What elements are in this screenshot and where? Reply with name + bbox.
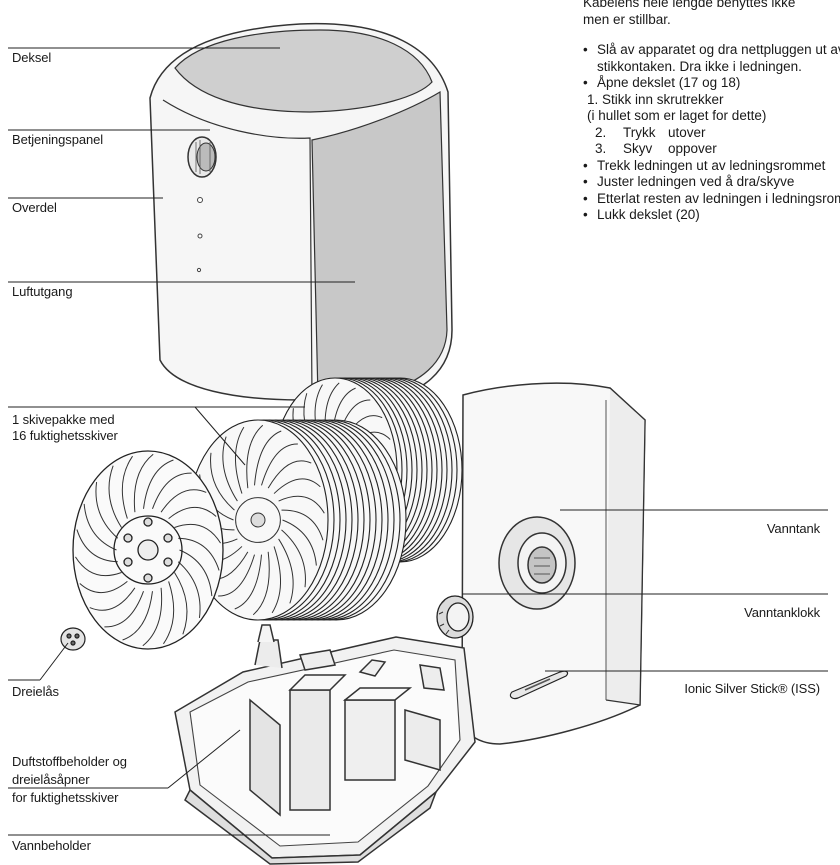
front-pack-ridge [246, 424, 264, 489]
front-pack-ridge [271, 546, 282, 614]
front-pack-ridge [267, 460, 312, 489]
single-disc-ridge [177, 561, 201, 618]
single-disc-ridge [174, 572, 188, 635]
label-luftutgang: Luftutgang [12, 284, 73, 299]
label-deksel: Deksel [12, 50, 52, 65]
single-disc-ridge [133, 453, 154, 513]
label-duftstoff-1: Duftstoffbeholder og [12, 754, 127, 769]
instr-top-2: men er stillbar. [583, 11, 671, 27]
instr-bullet-4: •Juster ledningen ved å dra/skyve [583, 174, 795, 189]
front-pack-hub [250, 512, 266, 528]
single-disc-ridge [108, 465, 122, 528]
label-vannbeholder: Vannbeholder [12, 838, 91, 853]
instr-bullet-1: •Slå av apparatet og dra nettpluggen ut … [583, 42, 840, 57]
front-pack-ridge [234, 554, 262, 610]
single-disc-ridge [168, 506, 217, 519]
front-pack-ridge [252, 551, 270, 616]
label-duftstoff-3: for fuktighetsskiver [12, 790, 119, 805]
label-skivepakke-2: 16 fuktighetsskiver [12, 428, 118, 443]
single-disc-ridge [142, 587, 163, 647]
instr-bullet-2: •Åpne dekslet (17 og 18) [583, 75, 741, 90]
single-disc-ridge [178, 537, 220, 571]
front-pack-ridge [254, 430, 282, 486]
single-disc-ridge [83, 503, 117, 551]
instr-bullet-6: •Lukk dekslet (20) [583, 207, 700, 222]
front-pack-ridge [278, 495, 325, 514]
upper-housing [149, 22, 453, 401]
water-tank [461, 382, 646, 745]
instr-step-1: 1. Stikk inn skrutrekker [587, 91, 724, 107]
label-vanntank: Vanntank [766, 521, 820, 536]
front-pack-hub-ring [235, 497, 281, 543]
front-pack-ridge [261, 443, 298, 486]
leader-lines [8, 47, 828, 836]
instr-step-1-note: (i hullet som er laget for dette) [587, 108, 767, 123]
front-pack-ridge [282, 519, 317, 566]
single-disc-ridge [76, 529, 118, 563]
instr-bullet-3: •Trekk ledningen ut av ledningsrommet [583, 157, 826, 173]
instr-bullet-1-cont: stikkontaken. Dra ikke i ledningen. [597, 58, 802, 74]
label-betjeningspanel: Betjeningspanel [12, 132, 104, 147]
front-pack-ridge [281, 509, 324, 541]
disc-pack-front [187, 419, 407, 621]
single-disc-ridge [179, 549, 213, 597]
front-pack-ridge [281, 529, 306, 588]
front-pack-ridge [273, 478, 321, 494]
single-disc-ridge [163, 581, 175, 645]
label-duftstoff-2: dreielåsåpner [12, 772, 90, 787]
instr-top-1: Kabelens hele lengde benyttes ikke [583, 0, 796, 10]
label-ionic-silver-stick: Ionic Silver Stick® (ISS) [684, 681, 820, 696]
single-disc-ridge [152, 472, 192, 510]
front-pack-ridge [210, 452, 235, 511]
single-disc-ridge [143, 459, 174, 509]
single-disc-ridge [104, 590, 144, 628]
single-disc-ridge [174, 523, 221, 544]
label-vanntanklokk: Vanntanklokk [744, 605, 820, 620]
single-humidifier-disc [72, 450, 224, 650]
single-disc-ridge [75, 556, 122, 577]
single-disc-ridge [160, 489, 207, 513]
label-dreielas: Dreielås [12, 684, 59, 699]
single-disc-ridge [89, 587, 136, 611]
water-basin [174, 624, 476, 865]
front-pack-ridge [218, 554, 255, 597]
label-overdel: Overdel [12, 200, 57, 215]
single-disc-ridge [121, 455, 133, 519]
single-disc-ridge [79, 581, 128, 594]
water-tank-cap-part [436, 595, 474, 639]
instructions-panel: Kabelens hele lengde benyttes ikke men e… [583, 0, 840, 224]
single-disc-ridge [122, 591, 153, 641]
label-skivepakke-1: 1 skivepakke med [12, 412, 115, 427]
single-disc-ridge [95, 482, 119, 539]
instr-bullet-5: •Etterlat resten av ledningen i lednings… [583, 190, 840, 206]
front-pack-ridge [234, 426, 245, 494]
front-pack-ridge [222, 436, 238, 502]
front-pack-ridge [278, 538, 294, 604]
